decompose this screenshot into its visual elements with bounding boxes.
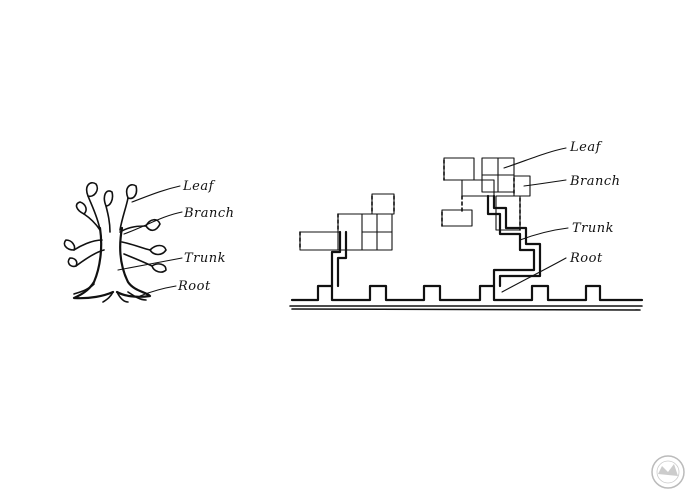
building-branch-leader [523,179,567,187]
tree-label-root: Root [177,279,211,294]
right-branch-boxes [441,157,531,231]
tree-root-leader [139,285,177,297]
building-label-leaf: Leaf [569,140,603,155]
building-drawing [289,147,644,311]
building-label-trunk: Trunk [572,221,614,236]
building-label-branch: Branch [569,174,621,189]
tree-branches [73,195,153,267]
tree-drawing [63,181,183,303]
left-trunk [330,230,348,288]
left-dashed-hatch [299,195,395,251]
tree-label-branch: Branch [183,206,235,221]
building-leaf-leader [503,147,567,169]
tree-trunk [72,226,152,300]
tree-label-trunk: Trunk [184,251,226,266]
tree-branch-leader [123,211,183,235]
right-dashed-hatch [441,159,521,231]
stamp-logo-icon [651,455,685,489]
building-trunk-leader [519,227,569,241]
tree-trunk-leader [117,257,183,271]
tree-roots [73,283,147,303]
tree-leaves [63,181,167,273]
root-foundation [290,284,644,302]
building-root-leader [501,257,567,293]
tree-label-leaf: Leaf [182,179,216,194]
tree-leaf-leader [131,185,181,203]
ground-line [289,305,643,311]
building-label-root: Root [569,251,603,266]
right-trunk [486,194,542,288]
left-branch-boxes [299,193,395,251]
